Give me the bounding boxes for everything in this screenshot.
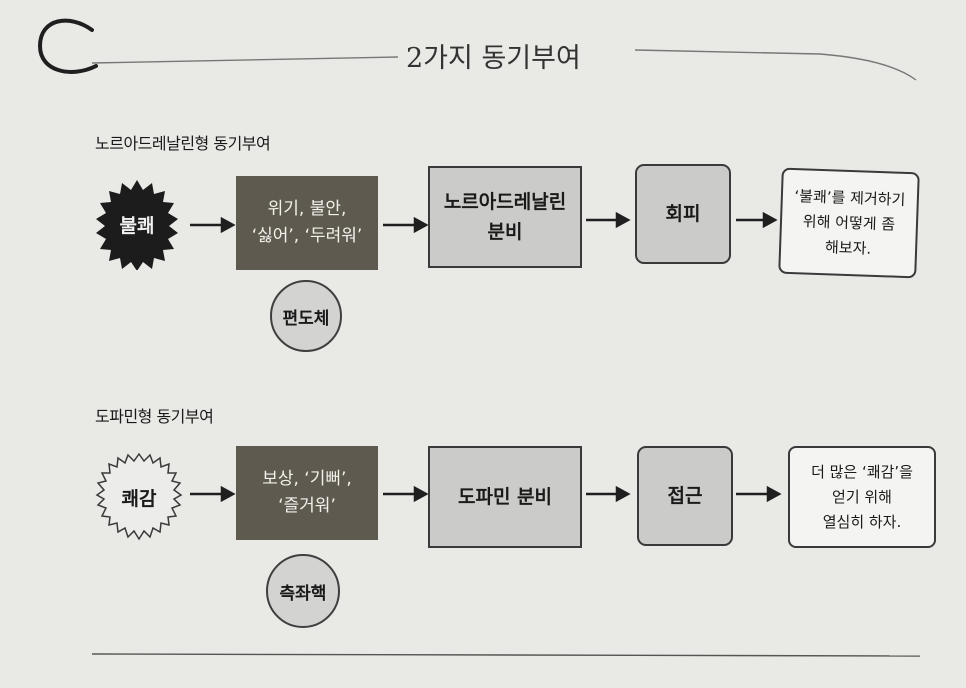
action-box-1: 회피 <box>635 164 731 264</box>
trigger-badge-pleasure: 쾌감 <box>95 452 183 542</box>
brain-region-circle-1: 편도체 <box>270 280 342 352</box>
trigger-badge-displeasure: 불쾌 <box>94 178 180 270</box>
spiky-outline-badge-icon <box>95 452 183 541</box>
result-box-1: ‘불쾌’를 제거하기 위해 어떻게 좀 해보자. <box>778 167 920 279</box>
page-title: 2가지 동기부여 <box>406 43 581 74</box>
spiky-badge-icon <box>96 180 178 270</box>
brain-region-circle-2: 측좌핵 <box>266 554 340 628</box>
result-box-2: 더 많은 ‘쾌감’을 얻기 위해 열심히 하자. <box>788 446 936 548</box>
hormone-box-2: 도파민 분비 <box>428 446 582 548</box>
section-1-title: 노르아드레날린형 동기부여 <box>95 134 271 153</box>
trigger-label: 불쾌 <box>119 214 155 237</box>
action-box-2: 접근 <box>637 446 733 546</box>
header-rule-right <box>634 49 917 81</box>
trigger-label-2: 쾌감 <box>121 487 157 510</box>
emotion-box-2: 보상, ‘기뻐’, ‘즐거워’ <box>236 446 378 540</box>
header-rule-left <box>91 56 399 64</box>
hormone-box-1: 노르아드레날린 분비 <box>428 166 582 268</box>
bottom-rule <box>91 653 921 657</box>
arrows-row-2 <box>190 485 782 503</box>
section-2-title: 도파민형 동기부여 <box>95 407 214 426</box>
arrows-row-1 <box>190 211 778 234</box>
logo-c-icon <box>37 18 98 74</box>
header-decoration <box>37 18 917 81</box>
emotion-box-1: 위기, 불안, ‘싫어’, ‘두려워’ <box>236 176 378 270</box>
